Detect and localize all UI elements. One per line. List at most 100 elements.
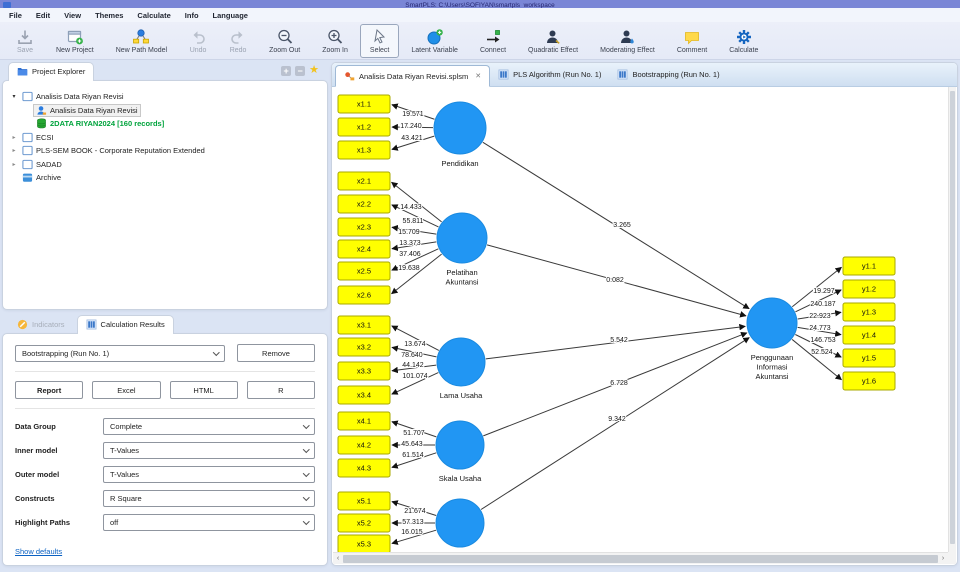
comment-button[interactable]: Comment: [667, 24, 717, 58]
vertical-scrollbar-thumb[interactable]: [950, 91, 955, 544]
vertical-scrollbar[interactable]: [948, 87, 956, 552]
menu-language[interactable]: Language: [212, 10, 248, 20]
close-tab-icon[interactable]: ✕: [475, 73, 482, 80]
path-model-canvas[interactable]: x1.1 x1.2 x1.3 x2.1 x2.2 x2.3x2.4x2.5 x2.6 x3.1…: [333, 87, 949, 553]
construct-pendidikan[interactable]: Pendidikan: [433, 101, 487, 169]
indicator-x1.1[interactable]: x1.1: [337, 94, 391, 114]
latent-variable-button[interactable]: Latent Variable: [401, 24, 468, 58]
tree-item[interactable]: Archive: [9, 171, 321, 185]
loading-arrow-y1.6: [791, 339, 842, 381]
new-project-button[interactable]: New Project: [46, 24, 104, 58]
tab-project-explorer[interactable]: Project Explorer: [8, 62, 95, 81]
tab-indicators[interactable]: Indicators: [8, 315, 74, 334]
indicator-label: y1.5: [862, 354, 876, 363]
tree-item[interactable]: ▸SADAD: [9, 158, 321, 172]
editor-tab[interactable]: PLS Algorithm (Run No. 1): [490, 63, 609, 86]
select-button[interactable]: Select: [359, 23, 400, 58]
loading-value-x3.3: 44.142: [402, 362, 424, 369]
indicator-x4.1[interactable]: x4.1: [337, 411, 391, 431]
redo-button[interactable]: Redo: [219, 24, 257, 58]
indicator-x3.2[interactable]: x3.2: [337, 337, 391, 357]
indicator-x1.2[interactable]: x1.2: [337, 117, 391, 137]
horizontal-scrollbar-thumb[interactable]: [343, 554, 938, 563]
indicator-x2.2[interactable]: x2.2: [337, 194, 391, 214]
menu-view[interactable]: View: [64, 10, 82, 20]
constructs-select[interactable]: R Square: [103, 490, 315, 507]
tree-item[interactable]: ▸ECSI: [9, 131, 321, 145]
zoom-out-button[interactable]: Zoom Out: [259, 24, 310, 58]
indicator-y1.1[interactable]: y1.1: [842, 256, 896, 276]
editor-tab[interactable]: Analisis Data Riyan Revisi.splsm✕: [335, 65, 491, 87]
expander-icon[interactable]: ▸: [12, 161, 16, 168]
expander-icon[interactable]: ▾: [12, 94, 16, 101]
indicator-x3.1[interactable]: x3.1: [337, 315, 391, 335]
favorite-star-icon[interactable]: ★: [309, 64, 319, 76]
add-project-icon[interactable]: +: [281, 65, 292, 76]
tree-item[interactable]: 2DATA RIYAN2024 [160 records]: [9, 117, 321, 131]
indicator-x4.2[interactable]: x4.2: [337, 435, 391, 455]
html-button[interactable]: HTML: [169, 381, 238, 399]
construct-lama[interactable]: Lama Usaha: [436, 337, 486, 401]
indicator-x2.1[interactable]: x2.1: [337, 171, 391, 191]
loading-value-y1.1: 19.297: [813, 288, 835, 295]
menu-themes[interactable]: Themes: [95, 10, 124, 20]
data-group-select[interactable]: Complete: [103, 418, 315, 435]
tree-item[interactable]: Analisis Data Riyan Revisi: [9, 103, 321, 118]
undo-button[interactable]: Undo: [179, 24, 217, 58]
loading-arrow-x2.6: [391, 253, 442, 295]
indicator-y1.5[interactable]: y1.5: [842, 348, 896, 368]
indicator-x4.3[interactable]: x4.3: [337, 458, 391, 478]
inner-model-select[interactable]: T-Values: [103, 442, 315, 459]
collapse-icon[interactable]: −: [295, 65, 306, 76]
indicator-x5.2[interactable]: x5.2: [337, 513, 391, 533]
expander-icon[interactable]: ▸: [12, 134, 16, 141]
indicator-x5.3[interactable]: x5.3: [337, 534, 391, 553]
highlight-paths-select[interactable]: off: [103, 514, 315, 531]
indicator-x2.6[interactable]: x2.6: [337, 285, 391, 305]
outer-model-select[interactable]: T-Values: [103, 466, 315, 483]
indicator-y1.3[interactable]: y1.3: [842, 302, 896, 322]
indicator-x3.3[interactable]: x3.3: [337, 361, 391, 381]
menu-file[interactable]: File: [9, 10, 22, 20]
tab-calculation-results[interactable]: Calculation Results: [76, 315, 174, 334]
save-button[interactable]: Save: [6, 24, 44, 58]
run-select[interactable]: Bootstrapping (Run No. 1): [15, 344, 225, 362]
menu-info[interactable]: Info: [184, 10, 199, 20]
horizontal-scrollbar[interactable]: ‹ ›: [333, 552, 948, 564]
indicator-x1.3[interactable]: x1.3: [337, 140, 391, 160]
menu-edit[interactable]: Edit: [35, 10, 51, 20]
indicator-x2.5[interactable]: x2.5: [337, 261, 391, 281]
quadratic-effect-button[interactable]: Quadratic Effect: [518, 24, 588, 58]
editor-tab[interactable]: Bootstrapping (Run No. 1): [609, 63, 727, 86]
menu-calculate[interactable]: Calculate: [137, 10, 171, 20]
indicator-label: y1.3: [862, 308, 876, 317]
loading-value-x2.3: 15.709: [398, 229, 420, 236]
construct-x5c[interactable]: [435, 498, 485, 548]
remove-button[interactable]: Remove: [237, 344, 315, 362]
connect-button[interactable]: Connect: [470, 24, 516, 58]
indicator-x3.4[interactable]: x3.4: [337, 385, 391, 405]
indicator-x5.1[interactable]: x5.1: [337, 491, 391, 511]
zoom-in-button[interactable]: Zoom In: [312, 24, 358, 58]
tree-item[interactable]: ▾Analisis Data Riyan Revisi: [9, 90, 321, 104]
calculate-button[interactable]: Calculate: [719, 24, 768, 58]
report-button[interactable]: Report: [15, 381, 84, 399]
expander-icon[interactable]: ▸: [12, 148, 16, 155]
new-path-model-button[interactable]: New Path Model: [106, 24, 177, 58]
indicator-x2.4[interactable]: x2.4: [337, 239, 391, 259]
indicator-x2.3[interactable]: x2.3: [337, 217, 391, 237]
excel-button[interactable]: Excel: [92, 381, 161, 399]
tree-item[interactable]: ▸PLS-SEM BOOK - Corporate Reputation Ext…: [9, 144, 321, 158]
loading-value-x1.1: 19.571: [402, 111, 424, 118]
r-button[interactable]: R: [246, 381, 315, 399]
indicator-y1.4[interactable]: y1.4: [842, 325, 896, 345]
construct-skala[interactable]: Skala Usaha: [435, 420, 485, 484]
show-defaults-link[interactable]: Show defaults: [15, 547, 63, 556]
scroll-right-icon[interactable]: ›: [941, 555, 945, 562]
moderating-effect-button[interactable]: Moderating Effect: [590, 24, 665, 58]
indicator-y1.2[interactable]: y1.2: [842, 279, 896, 299]
scroll-left-icon[interactable]: ‹: [336, 555, 340, 562]
indicator-y1.6[interactable]: y1.6: [842, 371, 896, 391]
